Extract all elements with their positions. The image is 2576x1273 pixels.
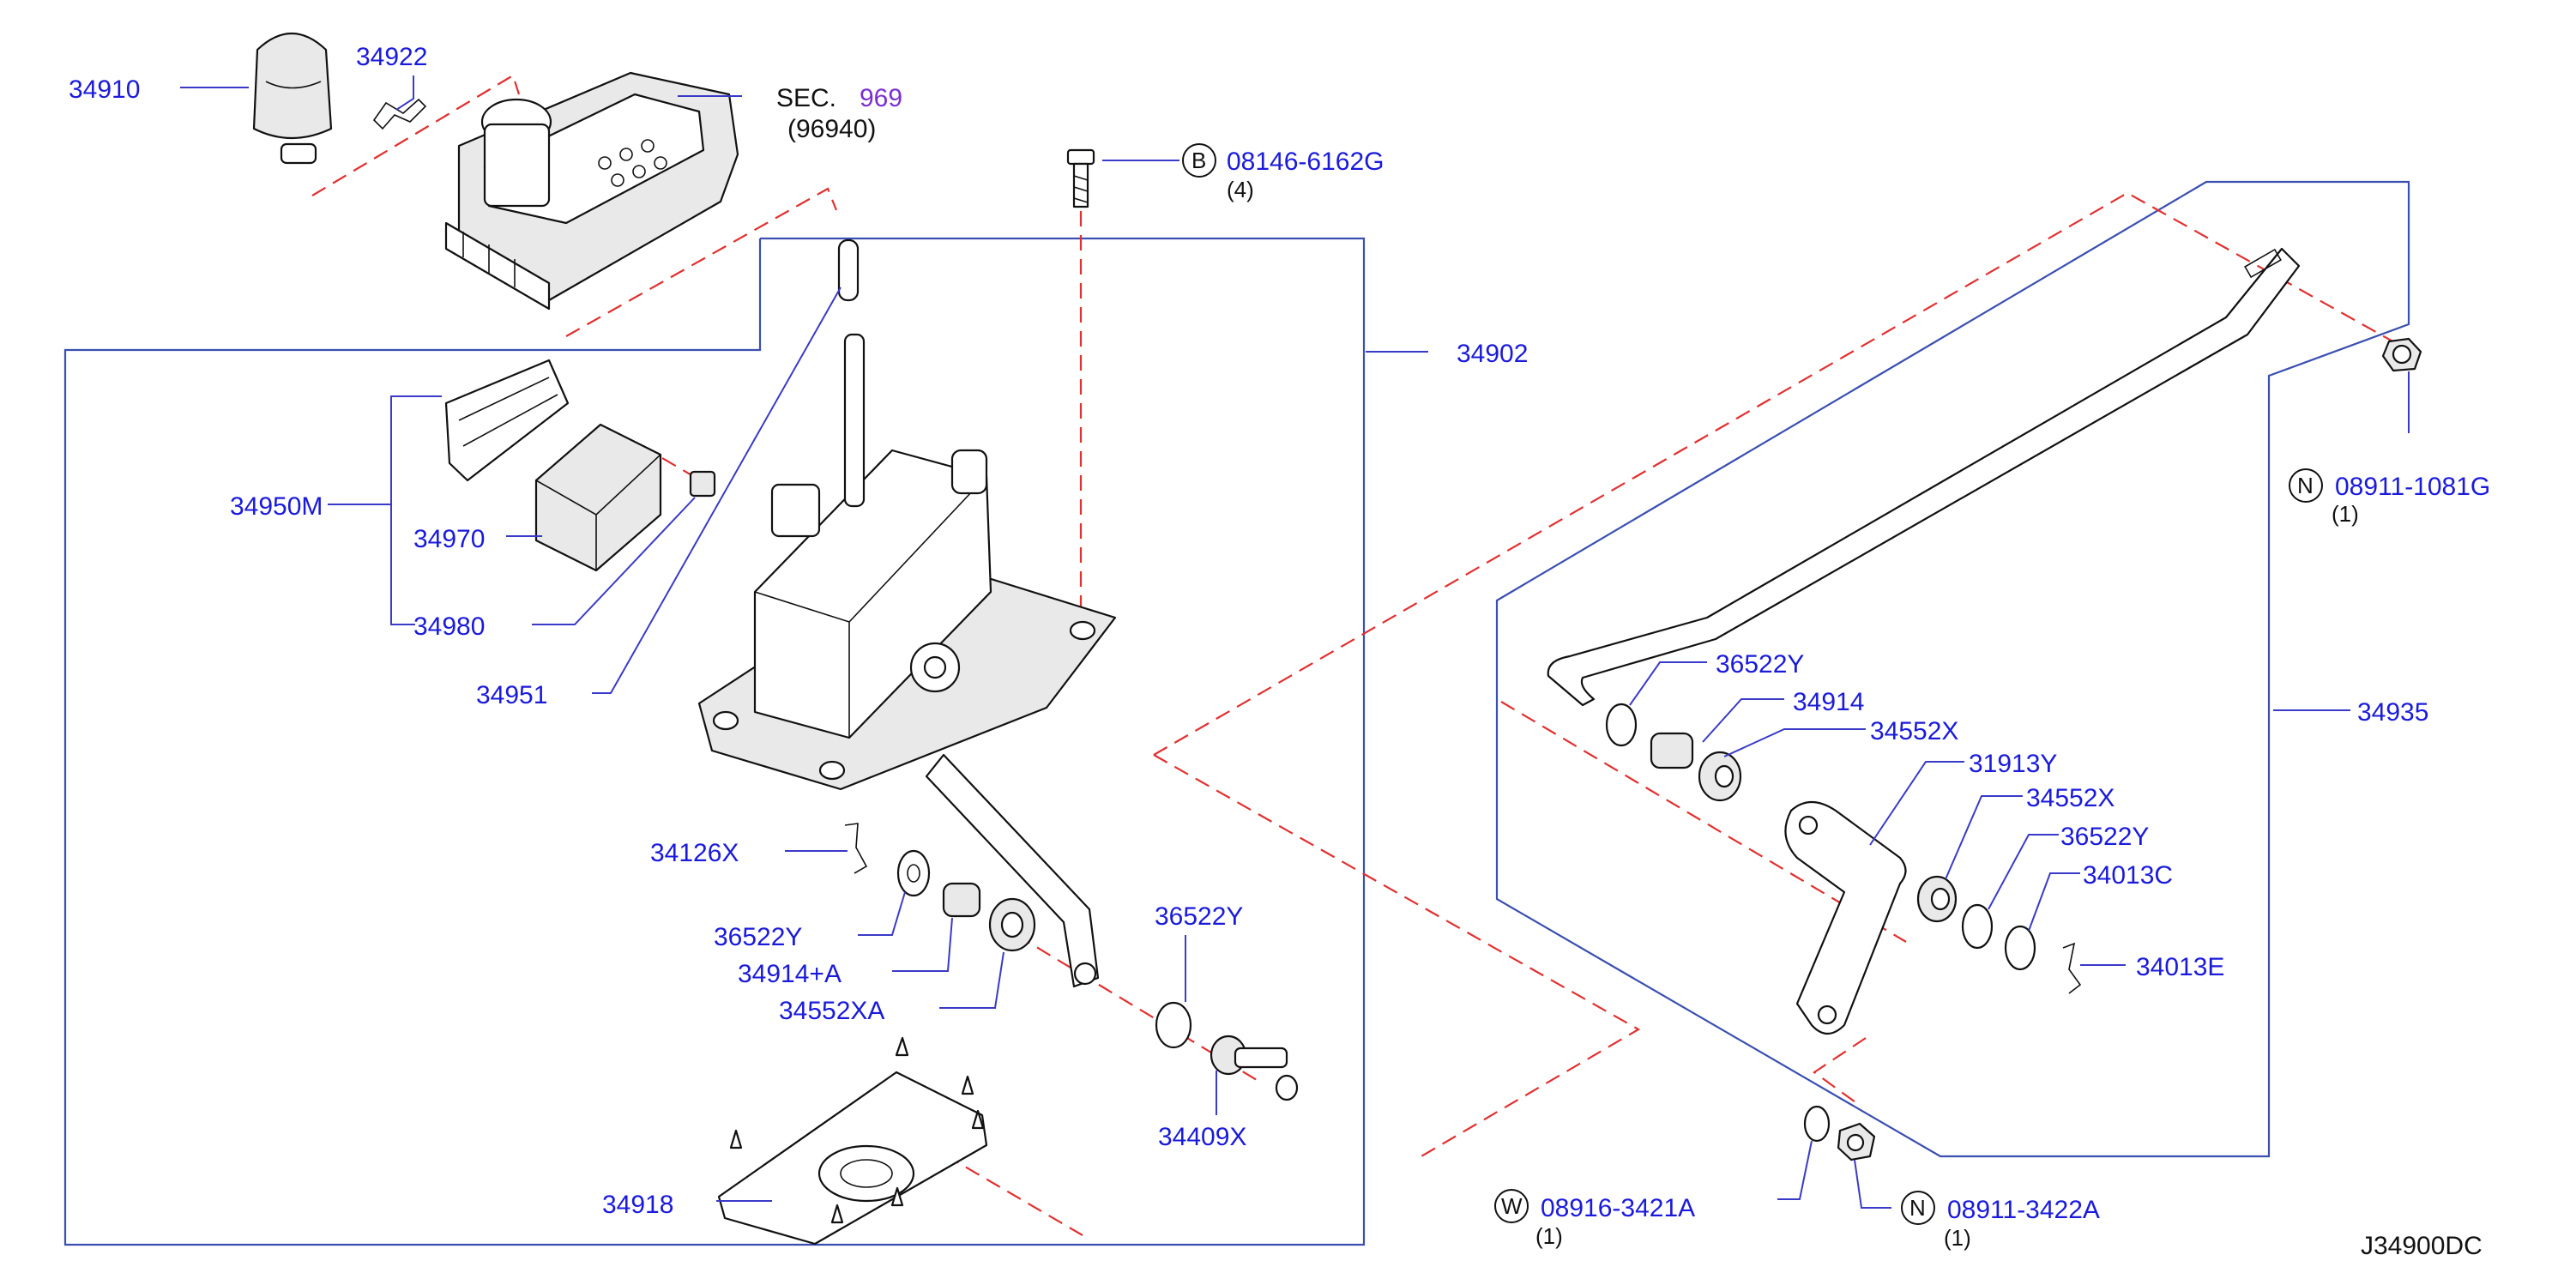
washer-34013C — [2004, 925, 2036, 971]
switch-34980 — [689, 470, 716, 498]
washer-36522Y-a-hole — [907, 864, 920, 883]
label-34013C: 34013C — [2083, 861, 2173, 890]
control-rod — [1547, 247, 2301, 707]
washer-08916-3421A — [1803, 1105, 1831, 1143]
base-plate-34918 — [717, 1036, 988, 1246]
nut-bottom-qty: (1) — [1944, 1225, 1971, 1251]
section-prefix: SEC. — [776, 84, 836, 112]
nut-08911-3422A — [1837, 1122, 1876, 1161]
label-34910: 34910 — [69, 75, 140, 104]
bracket-34970 — [444, 359, 570, 482]
diagram-code: J34900DC — [2361, 1232, 2482, 1260]
shifter-assembly — [697, 238, 1117, 988]
nut-08911-1081G — [2381, 337, 2422, 372]
label-34922: 34922 — [356, 43, 427, 71]
bolt-qty: (4) — [1227, 177, 1254, 202]
nut-top-symbol: N — [2297, 473, 2314, 498]
washer-symbol: W — [1501, 1193, 1523, 1219]
nut-top-qty: (1) — [2332, 501, 2359, 527]
label-34409X: 34409X — [1158, 1123, 1246, 1151]
label-36522Y-c: 36522Y — [1716, 650, 1804, 679]
label-34013E: 34013E — [2136, 953, 2224, 981]
label-36522Y-d: 36522Y — [2060, 823, 2149, 851]
label-31913Y: 31913Y — [1969, 750, 2057, 778]
collar-34914A — [942, 882, 981, 918]
label-34970: 34970 — [413, 525, 485, 553]
lever-31913Y — [1784, 800, 1907, 1035]
washer-number: 08916-3421A — [1541, 1194, 1695, 1222]
washer-36522Y-c — [1605, 703, 1638, 747]
leader-lines — [180, 75, 2410, 1209]
label-34552XA: 34552XA — [779, 997, 884, 1025]
washer-36522Y-b — [1155, 1001, 1192, 1049]
label-34126X: 34126X — [650, 839, 739, 867]
clip-34922 — [372, 98, 427, 130]
label-34935: 34935 — [2357, 698, 2428, 727]
section-link-969[interactable]: 969 — [860, 84, 902, 112]
label-34552X-a: 34552X — [1870, 717, 1958, 745]
callout-nut-top: N 08911-1081G (1) — [2289, 468, 2490, 527]
nut-bottom-number: 08911-3422A — [1947, 1196, 2100, 1224]
bushing-34552XA — [988, 897, 1036, 952]
clip-34013E — [2062, 942, 2082, 994]
label-34552X-b: 34552X — [2026, 784, 2114, 812]
washer-36522Y-a — [896, 849, 931, 897]
frame-34935 — [1495, 180, 2410, 1158]
clip-34126X — [844, 823, 868, 874]
collar-34914 — [1650, 732, 1694, 769]
label-34951: 34951 — [476, 681, 547, 709]
label-36522Y-a: 36522Y — [714, 923, 802, 951]
label-34950M: 34950M — [230, 492, 323, 521]
callout-bolt: B 08146-6162G (4) — [1182, 143, 1385, 202]
label-34918: 34918 — [602, 1191, 673, 1219]
washer-qty: (1) — [1535, 1223, 1563, 1249]
control-unit — [534, 423, 662, 572]
section-sub: (96940) — [787, 115, 876, 143]
bushing-34552X-a — [1698, 751, 1742, 802]
shift-console — [444, 71, 739, 311]
bolt-08146-6162G — [1066, 148, 1095, 208]
label-34902: 34902 — [1457, 340, 1528, 368]
bushing-34552X-b — [1916, 875, 1958, 923]
callout-nut-bottom: N 08911-3422A (1) — [1901, 1191, 2100, 1251]
label-34914: 34914 — [1793, 688, 1864, 716]
shift-knob-34910 — [252, 33, 333, 165]
nut-top-number: 08911-1081G — [2335, 473, 2490, 501]
callout-washer: W 08916-3421A (1) — [1494, 1189, 1695, 1249]
label-34980: 34980 — [413, 612, 485, 641]
pin-34409X — [1210, 1035, 1299, 1101]
bolt-number: 08146-6162G — [1227, 148, 1385, 176]
label-36522Y-b: 36522Y — [1155, 902, 1243, 931]
nut-bottom-symbol: N — [1909, 1195, 1926, 1221]
alignment-lines — [311, 74, 2404, 1236]
label-34914A: 34914+A — [738, 960, 842, 988]
bolt-symbol: B — [1191, 148, 1206, 173]
frame-34902 — [63, 237, 1366, 1246]
washer-36522Y-d — [1961, 903, 1994, 950]
